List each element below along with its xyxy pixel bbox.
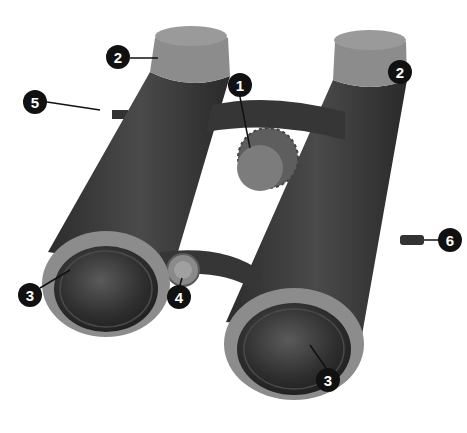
eyepiece-top (334, 30, 406, 50)
callout-number: 1 (228, 73, 252, 97)
leader-line (130, 57, 158, 59)
callout-number: 3 (18, 283, 42, 307)
objective-lens (54, 246, 158, 332)
hinge-button-face (174, 261, 192, 279)
hinge-button (167, 254, 199, 286)
objective-ring (224, 288, 364, 400)
leader-line (40, 270, 70, 288)
focus-knob-face (237, 145, 283, 191)
leader-line (180, 278, 182, 285)
objective-ring (42, 231, 170, 337)
callout-number: 4 (167, 285, 191, 309)
strap-lug (400, 235, 424, 245)
callout-number: 2 (106, 45, 130, 69)
objective-lens (237, 303, 351, 395)
leader-line (424, 239, 438, 241)
eyepiece-top (155, 26, 227, 46)
leader-line (47, 102, 100, 110)
leader-line (310, 345, 326, 368)
callout-number: 2 (388, 60, 412, 84)
bridge (160, 250, 262, 290)
lens-thread (60, 251, 152, 327)
callout-number: 6 (438, 228, 462, 252)
callout-number: 5 (23, 90, 47, 114)
callout-number: 3 (316, 368, 340, 392)
leader-line (240, 97, 250, 148)
